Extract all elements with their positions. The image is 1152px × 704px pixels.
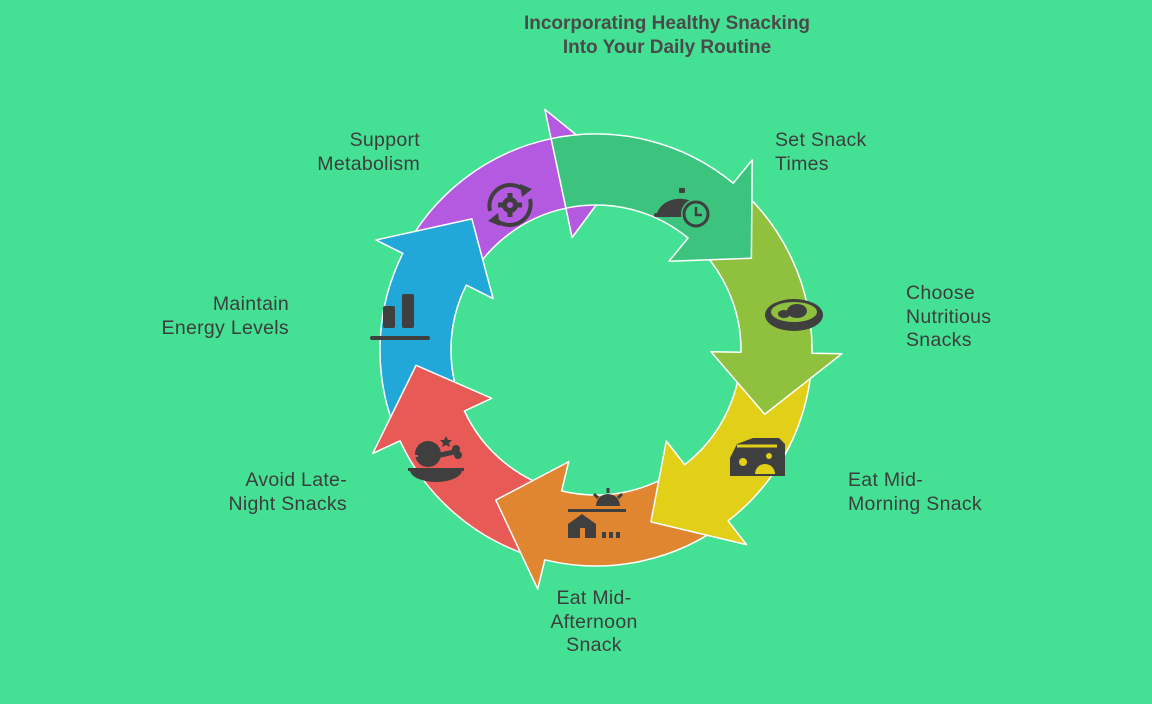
snack-bowl-icon [765,299,823,331]
label-choose-nutritious-snacks: Choose Nutritious Snacks [906,282,991,353]
title-line-2: Into Your Daily Routine [562,37,772,58]
label-maintain-energy-levels: Maintain Energy Levels [162,293,289,340]
label-line: Night Snacks [228,492,347,515]
label-line: Times [775,152,829,175]
cloche-clock-icon [654,188,711,229]
label-line: Nutritious [906,305,992,328]
label-line: Choose [906,282,976,304]
label-eat-mid-morning-snack: Eat Mid- Morning Snack [848,469,982,516]
label-support-metabolism: Support Metabolism [317,129,420,176]
segment-maintain-energy-levels [375,218,494,442]
bar-chart-icon [370,294,430,340]
title-line-1: Incorporating Healthy Snacking [523,13,811,34]
label-line: Avoid Late- [245,469,347,491]
label-line: Support [349,129,420,151]
afternoon-sun-icon [568,488,626,538]
label-line: Metabolism [317,152,420,175]
label-line: Morning Snack [848,492,982,515]
gear-cycle-icon [487,183,533,227]
label-line: Maintain [212,293,289,315]
label-line: Energy Levels [161,316,289,339]
label-line: Afternoon [550,610,638,633]
label-line: Snacks [906,329,972,351]
label-eat-mid-afternoon-snack: Eat Mid- Afternoon Snack [514,587,674,658]
label-line: Set Snack [775,129,867,151]
label-line: Eat Mid- [556,587,632,609]
label-avoid-late-night-snacks: Avoid Late- Night Snacks [229,469,348,516]
cheese-icon [730,438,785,476]
segment-set-snack-times [550,133,753,262]
diagram-title: Incorporating Healthy Snacking Into Your… [467,12,867,60]
chicken-leg-icon [408,436,464,482]
label-set-snack-times: Set Snack Times [775,129,867,176]
label-line: Eat Mid- [848,469,924,491]
label-line: Snack [566,634,622,656]
